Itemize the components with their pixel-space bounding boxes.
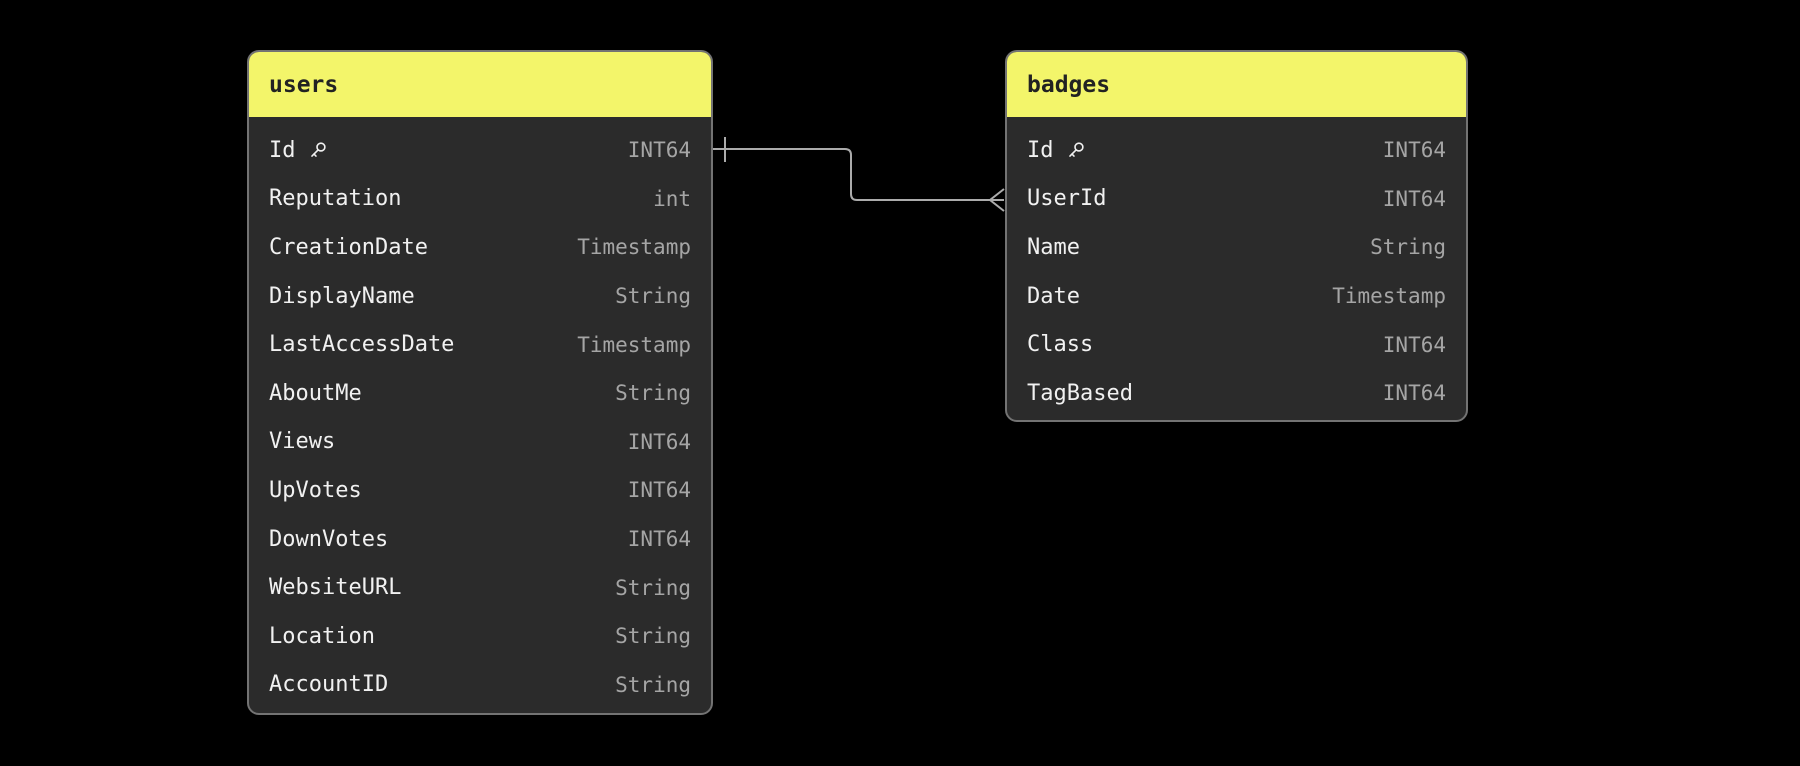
- field-row-class: Class INT64: [1007, 320, 1466, 369]
- field-type: INT64: [1382, 381, 1446, 406]
- field-name: UpVotes: [269, 477, 362, 503]
- field-name: Reputation: [269, 186, 402, 212]
- field-type: String: [615, 381, 691, 406]
- field-row-id: Id INT64: [249, 126, 711, 175]
- field-name: AccountID: [269, 672, 389, 698]
- table-badges-header[interactable]: badges: [1007, 52, 1466, 117]
- field-row-downvotes: DownVotes INT64: [249, 515, 711, 564]
- field-name: Views: [269, 429, 336, 455]
- field-row-upvotes: UpVotes INT64: [249, 466, 711, 515]
- relationship-line: [713, 148, 1004, 201]
- field-row-lastaccessdate: LastAccessDate Timestamp: [249, 320, 711, 369]
- field-name: DownVotes: [269, 526, 389, 552]
- field-name: TagBased: [1027, 380, 1133, 406]
- field-row-name: Name String: [1007, 223, 1466, 272]
- field-name: DisplayName: [269, 283, 415, 309]
- field-type: String: [615, 672, 691, 697]
- field-type: INT64: [1382, 138, 1446, 163]
- field-name: Date: [1027, 283, 1080, 309]
- field-row-reputation: Reputation int: [249, 175, 711, 224]
- field-row-userid: UserId INT64: [1007, 175, 1466, 224]
- field-type: INT64: [627, 478, 691, 503]
- field-row-aboutme: AboutMe String: [249, 369, 711, 418]
- field-type: String: [1370, 235, 1446, 260]
- field-type: int: [653, 186, 691, 211]
- field-row-websiteurl: WebsiteURL String: [249, 563, 711, 612]
- field-type: String: [615, 575, 691, 600]
- field-row-views: Views INT64: [249, 418, 711, 467]
- field-type: Timestamp: [577, 332, 691, 357]
- field-row-creationdate: CreationDate Timestamp: [249, 223, 711, 272]
- field-type: INT64: [627, 138, 691, 163]
- cardinality-many-marker: [988, 188, 1005, 212]
- field-type: String: [615, 284, 691, 309]
- primary-key-icon: [310, 142, 326, 157]
- field-type: Timestamp: [577, 235, 691, 260]
- field-name: WebsiteURL: [269, 575, 402, 601]
- field-row-displayname: DisplayName String: [249, 272, 711, 321]
- field-type: INT64: [627, 527, 691, 552]
- field-row-accountid: AccountID String: [249, 661, 711, 710]
- field-name: CreationDate: [269, 234, 428, 260]
- field-row-tagbased: TagBased INT64: [1007, 369, 1466, 418]
- field-type: String: [615, 624, 691, 649]
- field-name: AboutMe: [269, 380, 362, 406]
- field-name: Id: [269, 137, 296, 163]
- field-name: Id: [1027, 137, 1054, 163]
- field-type: INT64: [627, 429, 691, 454]
- field-type: Timestamp: [1332, 284, 1446, 309]
- field-row-date: Date Timestamp: [1007, 272, 1466, 321]
- field-name: Location: [269, 623, 375, 649]
- field-name: Class: [1027, 332, 1094, 358]
- primary-key-icon: [1068, 142, 1084, 157]
- field-row-location: Location String: [249, 612, 711, 661]
- field-name: Name: [1027, 234, 1080, 260]
- field-name: LastAccessDate: [269, 332, 455, 358]
- field-type: INT64: [1382, 186, 1446, 211]
- field-row-id: Id INT64: [1007, 126, 1466, 175]
- field-type: INT64: [1382, 332, 1446, 357]
- field-name: UserId: [1027, 186, 1107, 212]
- table-users-header[interactable]: users: [249, 52, 711, 117]
